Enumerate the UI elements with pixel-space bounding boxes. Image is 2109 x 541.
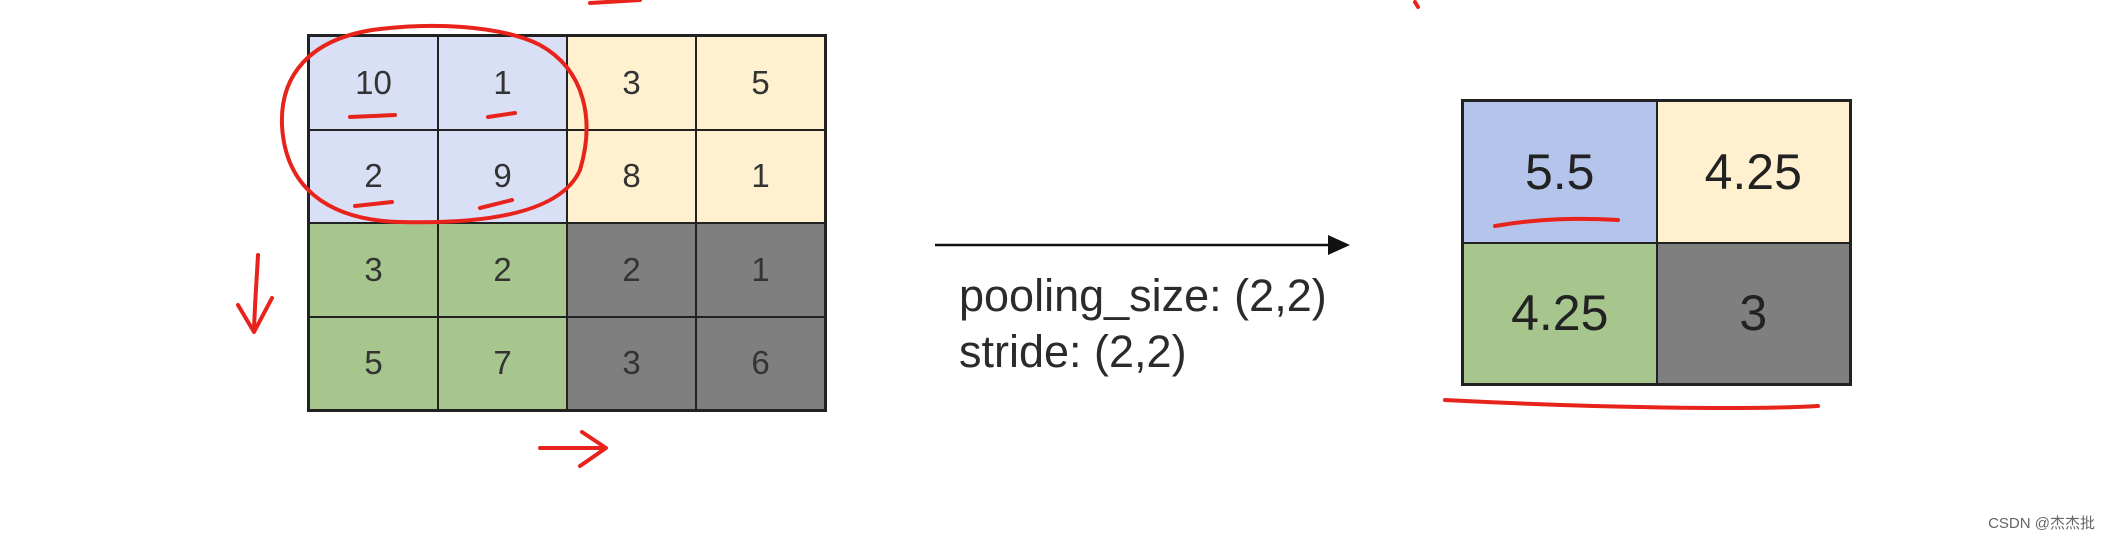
input-cell: 2 — [567, 223, 696, 317]
output-underline — [1443, 398, 1820, 410]
arrow-head-icon — [1328, 235, 1350, 255]
watermark: CSDN @杰杰批 — [1988, 515, 2095, 532]
input-cell: 1 — [438, 36, 567, 130]
underline-5-5 — [1493, 216, 1620, 228]
input-cell: 6 — [696, 316, 825, 410]
top-arrow-mark — [588, 0, 642, 5]
output-cell: 4.25 — [1656, 101, 1850, 243]
top-right-tick — [1413, 0, 1420, 9]
input-cell: 7 — [438, 316, 567, 410]
stride-label: stride: (2,2) — [959, 326, 1187, 377]
input-cell: 1 — [696, 223, 825, 317]
underline-9 — [478, 198, 514, 210]
output-cell: 3 — [1656, 242, 1850, 384]
down-arrow-mark — [236, 253, 274, 334]
underline-1 — [486, 111, 517, 119]
input-cell: 2 — [438, 223, 567, 317]
input-cell: 9 — [438, 129, 567, 223]
circle-annotation — [279, 23, 589, 225]
input-cell: 1 — [696, 129, 825, 223]
input-cell: 10 — [309, 36, 438, 130]
input-cell: 3 — [567, 316, 696, 410]
underline-10 — [348, 113, 397, 119]
input-cell: 8 — [567, 129, 696, 223]
underline-2 — [353, 200, 394, 208]
input-cell: 3 — [567, 36, 696, 130]
right-arrow-mark — [538, 430, 608, 468]
input-cell: 5 — [309, 316, 438, 410]
output-cell: 4.25 — [1463, 242, 1657, 384]
pooling-size-label: pooling_size: (2,2) — [959, 270, 1327, 321]
input-cell: 5 — [696, 36, 825, 130]
input-cell: 3 — [309, 223, 438, 317]
